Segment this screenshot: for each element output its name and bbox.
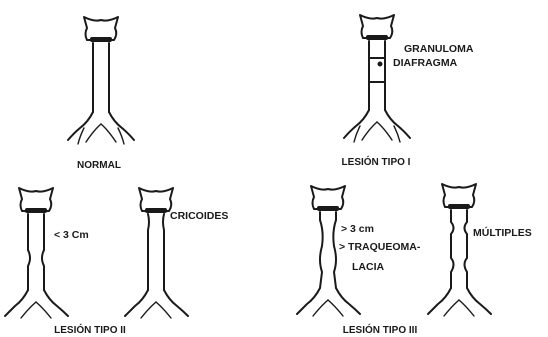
bronchi-tipo-3-right [428, 288, 491, 316]
trachea-tipo-3-right [451, 210, 467, 288]
caption-tipo-1: LESIÓN TIPO I [342, 155, 411, 168]
trachea-normal [93, 43, 109, 112]
larynx-tipo-3-left [311, 186, 345, 211]
caption-tipo-3: LESIÓN TIPO III [343, 323, 418, 336]
label-more-3cm: > 3 cm [341, 223, 374, 235]
bronchi-normal [68, 112, 134, 144]
trachea-tipo-1 [369, 41, 385, 110]
panel-tipo-1: GRANULOMA DIAFRAGMA LESIÓN TIPO I [342, 15, 474, 168]
bronchi-tipo-1 [344, 110, 410, 142]
bronchi-tipo-2-right [125, 290, 188, 318]
label-less-3cm: < 3 Cm [54, 229, 89, 241]
label-multiples: MÚLTIPLES [473, 226, 532, 239]
panel-normal: NORMAL [68, 17, 134, 171]
larynx-tipo-3-right [442, 184, 476, 209]
granuloma-mark [378, 62, 383, 67]
label-traqueomalacia-1: > TRAQUEOMA- [339, 241, 421, 253]
caption-normal: NORMAL [77, 160, 121, 171]
panel-tipo-3: > 3 cm > TRAQUEOMA- LACIA MÚLTIPLES LESI… [297, 184, 532, 336]
caption-tipo-2: LESIÓN TIPO II [54, 323, 126, 336]
larynx-tipo-2-left [19, 188, 53, 213]
larynx-normal [84, 17, 118, 42]
panel-tipo-2: < 3 Cm CRICOIDES LESIÓN TIPO II [5, 188, 228, 336]
trachea-tipo-3-left [320, 212, 336, 288]
label-diafragma: DIAFRAGMA [393, 57, 458, 69]
label-granuloma: GRANULOMA [404, 43, 474, 55]
bronchi-tipo-3-left [297, 288, 360, 316]
trachea-tipo-2-right [148, 214, 164, 290]
label-cricoides: CRICOIDES [170, 210, 228, 222]
larynx-tipo-1 [360, 15, 394, 40]
larynx-tipo-2-right [139, 188, 173, 213]
bronchi-tipo-2-left [5, 290, 68, 318]
label-traqueomalacia-2: LACIA [352, 261, 384, 273]
trachea-tipo-2-left [28, 214, 44, 290]
